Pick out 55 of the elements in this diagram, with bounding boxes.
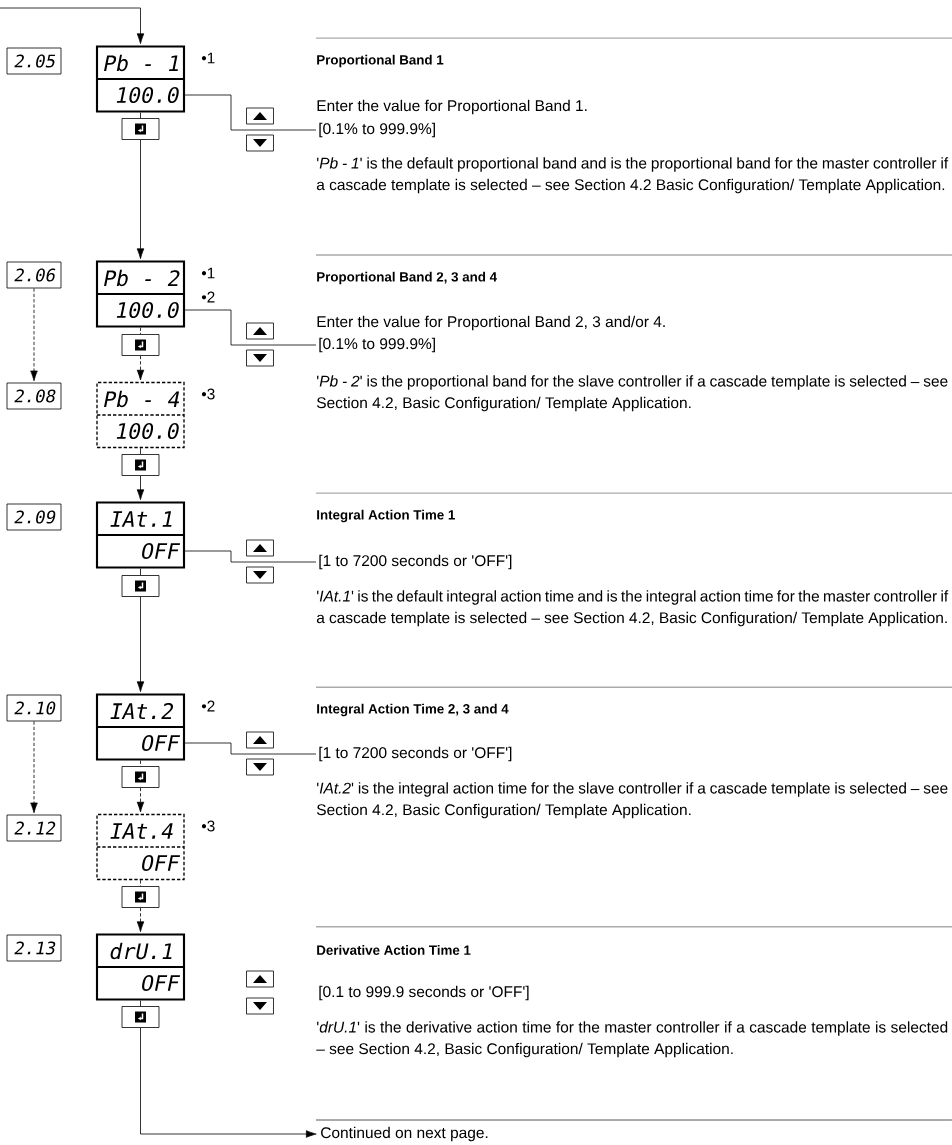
- arrow: [136, 355, 145, 381]
- description-paragraph: 'Pb - 1' is the default proportional band and is the proportional band for the master controller if a cascade template is selected – see Section 4.2 Basic Configuration/ Template Application.: [316, 157, 949, 194]
- parameter-number-box: 2.08: [6, 382, 62, 410]
- arrow: [136, 139, 145, 259]
- enter-key: [121, 886, 160, 908]
- footnote-mark: •2: [201, 700, 215, 712]
- section-heading: Integral Action Time 2, 3 and 4: [317, 703, 509, 717]
- arrow: [140, 1027, 317, 1138]
- arrow: [30, 721, 38, 814]
- parameter-number-box: 2.06: [6, 261, 62, 289]
- arrow: [136, 596, 145, 692]
- enter-key: [121, 575, 160, 597]
- lcd-display: IAt.4 OFF: [96, 813, 185, 881]
- description-paragraph: 'IAt.1' is the default integral action time and is the integral action time for the master controller if a cascade template is selected – see Section 4.2, Basic Configuration/ Template Application.: [316, 590, 949, 627]
- lcd-display: Pb - 2 100.0: [95, 260, 186, 328]
- section-heading: Derivative Action Time 1: [317, 945, 471, 955]
- arrow: [136, 787, 145, 813]
- arrow: [30, 288, 38, 382]
- arrow: [0, 7, 145, 44]
- range-text: [0.1 to 999.9 seconds or 'OFF']: [319, 985, 529, 1001]
- arrow: [136, 475, 145, 500]
- footnote-mark: •3: [201, 388, 215, 400]
- description-paragraph: 'IAt.2' is the integral action time for the slave controller if a cascade template is selected – see Section 4.2, Basic Configuration/ Template Application.: [317, 782, 948, 819]
- lcd-display: Pb - 1 100.0: [95, 45, 186, 113]
- section-heading: Proportional Band 1: [317, 54, 444, 68]
- continuation-note: Continued on next page.: [321, 1126, 488, 1142]
- lcd-display: Pb - 4 100.0: [96, 381, 185, 449]
- lcd-display: IAt.2 OFF: [95, 693, 186, 761]
- parameter-number-box: 2.10: [6, 694, 62, 722]
- arrow: [136, 907, 145, 932]
- description-paragraph: 'drU.1' is the derivative action time for the master controller if a cascade template is selected – see Section 4.2, Basic Configuration/ Template Application.: [316, 1021, 948, 1058]
- footnote-mark: •1: [201, 52, 215, 64]
- section-heading: Proportional Band 2, 3 and 4: [317, 271, 497, 285]
- parameter-number-box: 2.13: [6, 934, 62, 962]
- lcd-display: drU.1 OFF: [95, 933, 186, 1001]
- parameter-number-box: 2.09: [6, 503, 62, 531]
- range-text: [1 to 7200 seconds or 'OFF']: [319, 554, 512, 570]
- enter-key: [121, 118, 160, 140]
- footnote-mark: •3: [201, 820, 215, 832]
- footnote-mark: •1: [201, 267, 215, 279]
- instruction-text: Enter the value for Proportional Band 2, 3 and/or 4.: [317, 315, 665, 331]
- range-text: [1 to 7200 seconds or 'OFF']: [319, 746, 512, 762]
- lcd-display: IAt.1 OFF: [95, 501, 186, 569]
- parameter-number-box: 2.12: [6, 814, 62, 842]
- range-text: [0.1% to 999.9%]: [319, 337, 435, 353]
- enter-key: [121, 766, 160, 788]
- footnote-mark: •2: [201, 291, 215, 303]
- description-paragraph: 'Pb - 2' is the proportional band for the slave controller if a cascade template is selected – see Section 4.2, Basic Configuration/ Template Application.: [317, 375, 948, 412]
- section-heading: Integral Action Time 1: [317, 509, 455, 523]
- range-text: [0.1% to 999.9%]: [319, 122, 435, 138]
- enter-key: [121, 454, 160, 476]
- enter-key: [121, 334, 160, 356]
- parameter-number-box: 2.05: [6, 47, 62, 75]
- enter-key: [121, 1006, 160, 1028]
- instruction-text: Enter the value for Proportional Band 1.: [317, 99, 587, 115]
